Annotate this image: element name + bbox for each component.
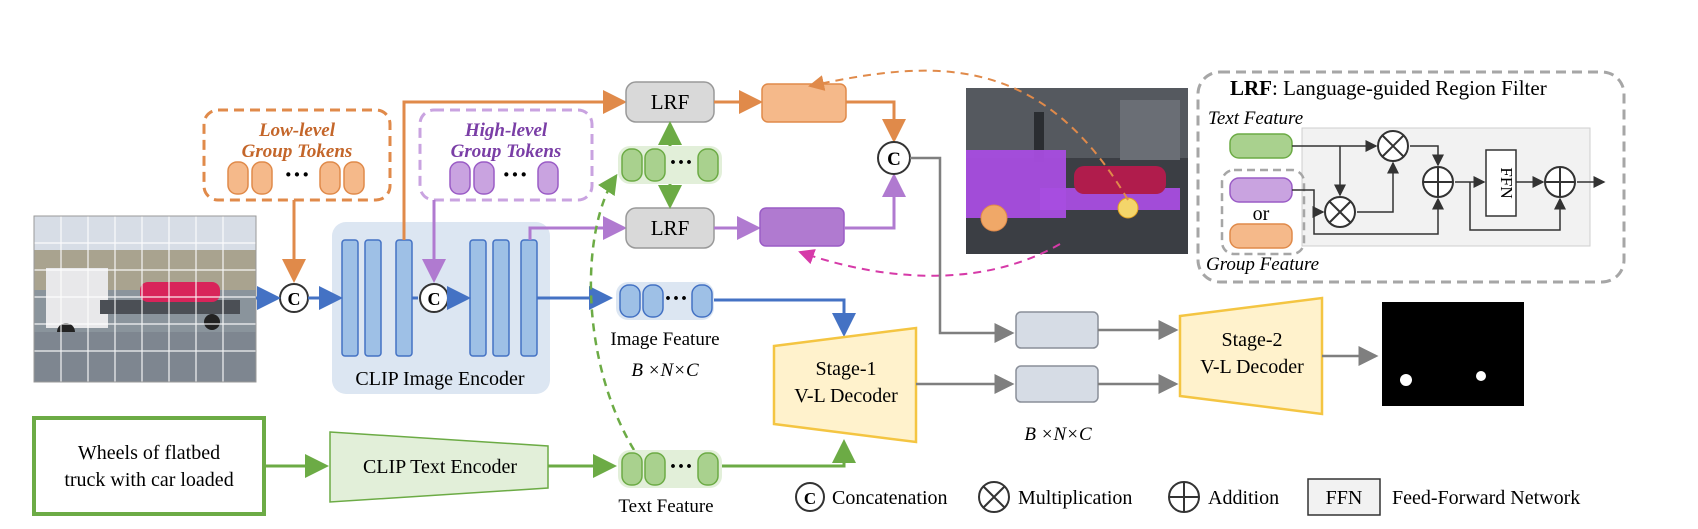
svg-text:FFN: FFN [1326,487,1363,509]
svg-text:V-L Decoder: V-L Decoder [1200,356,1304,378]
concat-node-3: C [877,141,911,175]
stage1-decoder: Stage-1 V-L Decoder [772,326,918,444]
low-level-group-tokens: Low-level Group Tokens ··· [202,108,392,202]
encoder-label: CLIP Image Encoder [355,368,525,390]
text-tokens-mid: ··· [618,146,722,184]
image-feature-dims: B ×N×C [631,360,699,381]
high-level-label-2: Group Tokens [451,141,562,162]
svg-text:Wheels of flatbed: Wheels of flatbed [78,442,220,464]
lrf-text-feature-label: Text Feature [1208,108,1303,129]
low-level-label-1: Low-level [258,120,336,141]
clip-text-encoder: CLIP Text Encoder [329,431,549,503]
stage1-feature-bottom [1015,365,1099,403]
lrf-group-feature-label: Group Feature [1206,254,1319,275]
text-input-box: Wheels of flatbed truck with car loaded [32,416,266,516]
bnc-label: B ×N×C [1024,424,1092,445]
svg-text:Stage-1: Stage-1 [815,358,876,380]
image-feature: ··· Image Feature B ×N×C [610,282,720,381]
legend-ffn: Feed-Forward Network [1392,487,1580,509]
text-feature-label: Text Feature [618,496,713,517]
svg-text:Stage-2: Stage-2 [1221,329,1282,351]
svg-text:or: or [1253,203,1270,225]
svg-text:C: C [804,489,816,508]
image-feature-label: Image Feature [610,329,719,350]
text-feature-bottom: ··· Text Feature [618,450,722,517]
stage1-feature-top [1015,311,1099,349]
svg-text:LRF: Language-guided Region Fi: LRF: Language-guided Region Filter [1230,76,1547,100]
svg-text:···: ··· [284,160,310,189]
svg-text:V-L Decoder: V-L Decoder [794,385,898,407]
legend-mult: Multiplication [1018,487,1132,509]
legend-concat: Concatenation [832,487,948,509]
svg-text:LRF: LRF [651,90,690,114]
svg-text:C: C [887,149,901,170]
concat-node-2: C [419,283,449,313]
svg-text:CLIP Text Encoder: CLIP Text Encoder [363,456,517,478]
legend: C Concatenation Multiplication Addition … [795,478,1580,516]
high-level-group-tokens: High-level Group Tokens ··· [418,108,594,202]
svg-text:C: C [428,289,441,309]
input-image [33,215,257,383]
svg-text:···: ··· [669,454,693,480]
svg-text:···: ··· [669,150,693,176]
svg-text:LRF: LRF [651,216,690,240]
svg-text:···: ··· [502,160,528,189]
lrf-box-mid: LRF [625,207,715,249]
stage2-decoder: Stage-2 V-L Decoder [1178,296,1324,416]
svg-text:C: C [288,289,301,309]
orange-filtered-feature [761,83,847,123]
svg-text:···: ··· [664,286,688,312]
high-level-label-1: High-level [464,120,548,141]
concat-node-1: C [279,283,309,313]
purple-filtered-feature [759,207,845,247]
segmentation-preview [966,88,1188,254]
low-level-label-2: Group Tokens [242,141,353,162]
lrf-box-top: LRF [625,81,715,123]
svg-text:truck with car loaded: truck with car loaded [64,469,233,491]
output-mask [1382,302,1524,406]
legend-add: Addition [1208,487,1279,509]
svg-text:FFN: FFN [1497,167,1516,198]
lrf-detail-panel: LRF: Language-guided Region Filter Text … [1196,70,1626,284]
